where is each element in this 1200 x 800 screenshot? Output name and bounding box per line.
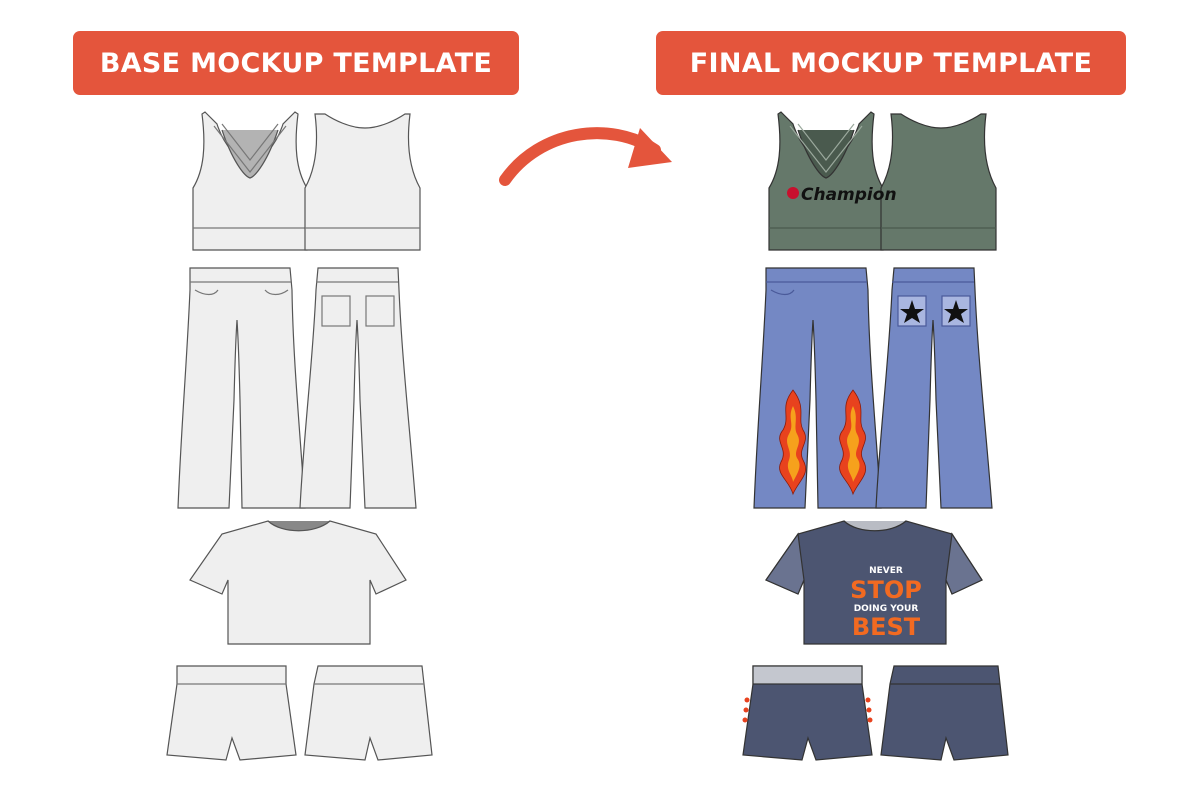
tee-slogan-graphic: NEVER STOP DOING YOUR BEST (850, 566, 922, 641)
tee-slogan-line4: BEST (852, 613, 921, 641)
base-garments (166, 111, 433, 761)
final-mockup-template-title: FINAL MOCKUP TEMPLATE (656, 31, 1126, 95)
final-shorts-back (880, 665, 1009, 761)
base-shorts-front (166, 665, 297, 761)
champion-logo: Champion (787, 185, 897, 205)
base-shorts-back (304, 665, 433, 761)
shorts-star-trim (742, 697, 873, 723)
final-tank-back (880, 113, 997, 251)
base-jeans-front (177, 267, 306, 509)
base-tank-back (304, 113, 421, 251)
tee-slogan-line2: STOP (850, 576, 922, 604)
base-jeans-back (299, 267, 417, 509)
final-jeans-back (875, 267, 993, 509)
base-tee (189, 520, 407, 645)
champion-logo-text: Champion (801, 185, 897, 205)
tee-slogan-line1: NEVER (869, 566, 903, 576)
arrow-icon (499, 127, 672, 186)
tee-slogan-line3: DOING YOUR (854, 604, 919, 614)
base-mockup-template-title: BASE MOCKUP TEMPLATE (73, 31, 519, 95)
final-garments: Champion NEVER STOP DOING YOUR (742, 111, 1009, 761)
